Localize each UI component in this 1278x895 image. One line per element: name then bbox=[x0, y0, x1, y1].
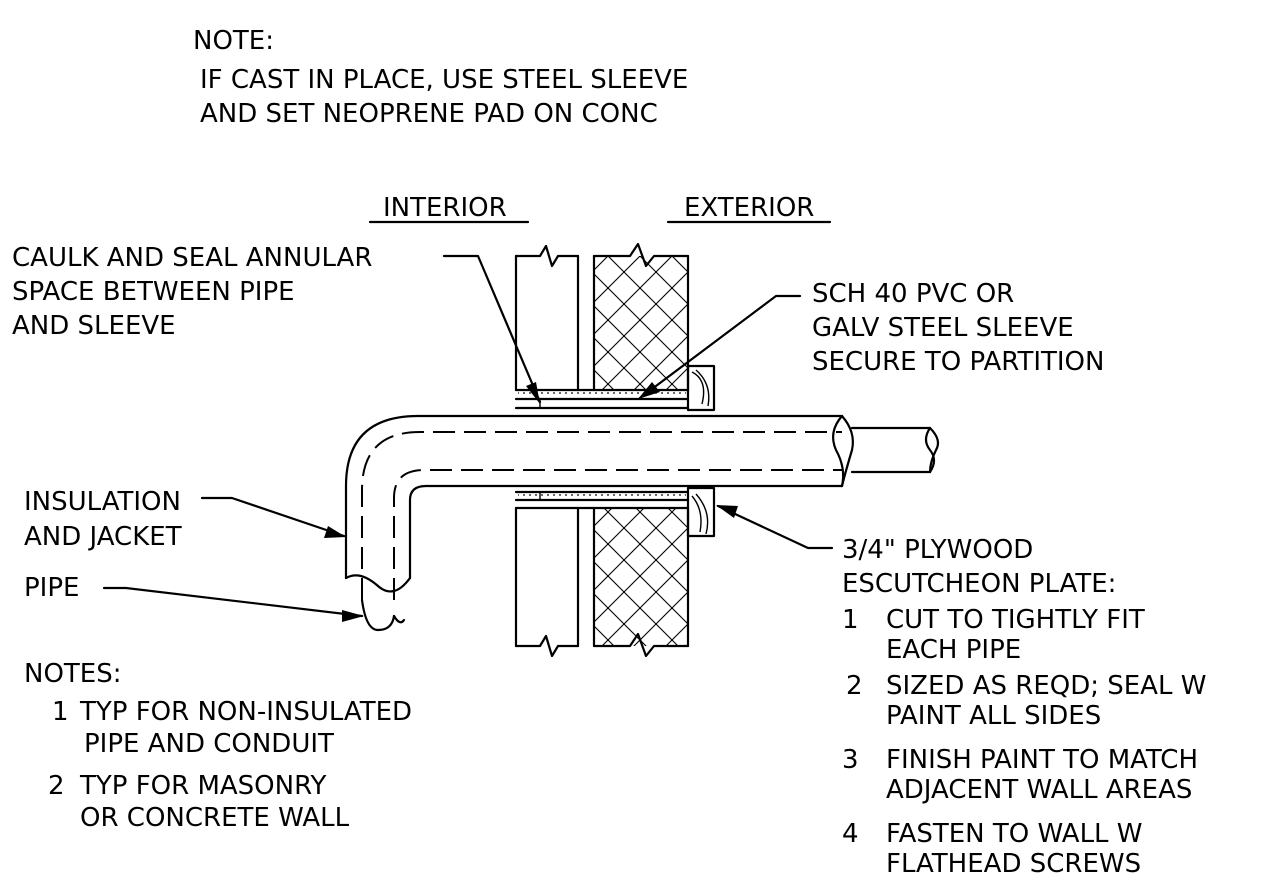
plate-item-1-line-2: EACH PIPE bbox=[886, 635, 1021, 665]
bottom-note-1-line-1: TYP FOR NON-INSULATED bbox=[79, 697, 412, 727]
caulk-callout-line-2: SPACE BETWEEN PIPE bbox=[12, 277, 295, 307]
escutcheon-plate bbox=[686, 364, 716, 538]
top-note-line-2: AND SET NEOPRENE PAD ON CONC bbox=[200, 99, 658, 129]
sleeve-callout-line-1: SCH 40 PVC OR bbox=[812, 279, 1014, 309]
masonry-wall-layer bbox=[592, 242, 690, 658]
plate-callout-title-2: ESCUTCHEON PLATE: bbox=[842, 569, 1116, 599]
plate-item-2-num: 2 bbox=[846, 671, 863, 701]
sleeve-leader bbox=[638, 294, 802, 400]
interior-wall-layer bbox=[514, 244, 580, 658]
bottom-note-1-line-2: PIPE AND CONDUIT bbox=[84, 729, 334, 759]
pipe-leader bbox=[102, 586, 364, 618]
caulk-callout-line-3: AND SLEEVE bbox=[12, 311, 176, 341]
caulk-leader bbox=[442, 254, 542, 404]
pipe-callout: PIPE bbox=[24, 573, 79, 603]
pipe-arrowhead bbox=[342, 610, 364, 622]
insulated-pipe bbox=[344, 414, 940, 632]
plate-item-3-line-1: FINISH PAINT TO MATCH bbox=[886, 745, 1198, 775]
sleeve-callout-line-3: SECURE TO PARTITION bbox=[812, 347, 1104, 377]
plate-item-4-line-2: FLATHEAD SCREWS bbox=[886, 849, 1141, 879]
plate-item-1-num: 1 bbox=[842, 605, 859, 635]
bottom-note-2-num: 2 bbox=[48, 771, 65, 801]
bottom-note-1-num: 1 bbox=[52, 697, 69, 727]
sleeve-callout-line-2: GALV STEEL SLEEVE bbox=[812, 313, 1074, 343]
exterior-label: EXTERIOR bbox=[684, 193, 814, 223]
pipe-sleeve bbox=[514, 388, 690, 510]
top-note-heading: NOTE: bbox=[193, 26, 274, 56]
plate-item-3-line-2: ADJACENT WALL AREAS bbox=[886, 775, 1192, 805]
plate-callout-title-1: 3/4" PLYWOOD bbox=[842, 535, 1033, 565]
plate-arrowhead bbox=[716, 505, 738, 518]
bottom-note-2-line-1: TYP FOR MASONRY bbox=[79, 771, 326, 801]
plate-item-2-line-2: PAINT ALL SIDES bbox=[886, 701, 1101, 731]
plate-item-1-line-1: CUT TO TIGHTLY FIT bbox=[886, 605, 1145, 635]
bottom-notes-heading: NOTES: bbox=[24, 659, 122, 689]
insulation-callout-line-1: INSULATION bbox=[24, 487, 181, 517]
plate-item-4-num: 4 bbox=[842, 819, 859, 849]
sleeve-arrowhead bbox=[638, 382, 660, 399]
top-note-line-1: IF CAST IN PLACE, USE STEEL SLEEVE bbox=[200, 65, 688, 95]
plate-item-3-num: 3 bbox=[842, 745, 859, 775]
plate-item-4-line-1: FASTEN TO WALL W bbox=[886, 819, 1143, 849]
plate-item-2-line-1: SIZED AS REQD; SEAL W bbox=[886, 671, 1206, 701]
caulk-callout-line-1: CAULK AND SEAL ANNULAR bbox=[12, 243, 372, 273]
insulation-arrowhead bbox=[324, 526, 346, 538]
insulation-callout-line-2: AND JACKET bbox=[24, 522, 182, 552]
interior-label: INTERIOR bbox=[383, 193, 507, 223]
bottom-note-2-line-2: OR CONCRETE WALL bbox=[80, 803, 350, 833]
insulation-leader bbox=[200, 496, 346, 538]
plate-leader bbox=[716, 504, 834, 550]
caulk-arrowhead bbox=[526, 382, 540, 404]
